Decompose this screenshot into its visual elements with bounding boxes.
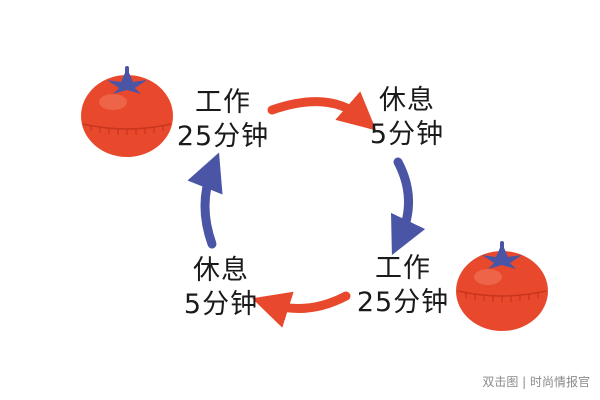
tomato-timer-icon xyxy=(81,66,173,157)
node-label: 工作 xyxy=(375,253,431,284)
node-duration: 25分钟 xyxy=(356,287,450,318)
node-rest-top-right: 休息 5分钟 xyxy=(352,84,462,152)
arrow-work-to-rest-top xyxy=(267,91,377,131)
node-label: 休息 xyxy=(193,255,249,286)
node-label: 休息 xyxy=(379,85,435,116)
arrow-rest-to-work-right xyxy=(390,157,426,256)
arrow-work-to-rest-bottom xyxy=(251,291,351,328)
node-duration: 5分钟 xyxy=(369,119,445,150)
node-rest-bottom-left: 休息 5分钟 xyxy=(166,254,276,322)
node-duration: 5分钟 xyxy=(183,289,259,320)
node-work-bottom-right: 工作 25分钟 xyxy=(348,252,458,320)
node-work-top-left: 工作 25分钟 xyxy=(168,86,278,154)
arrow-rest-to-work-left xyxy=(187,152,223,249)
watermark-text: 双击图 | 时尚情报官 xyxy=(482,375,590,389)
node-duration: 25分钟 xyxy=(176,121,270,152)
tomato-timer-icon xyxy=(456,241,548,331)
node-label: 工作 xyxy=(195,87,251,118)
